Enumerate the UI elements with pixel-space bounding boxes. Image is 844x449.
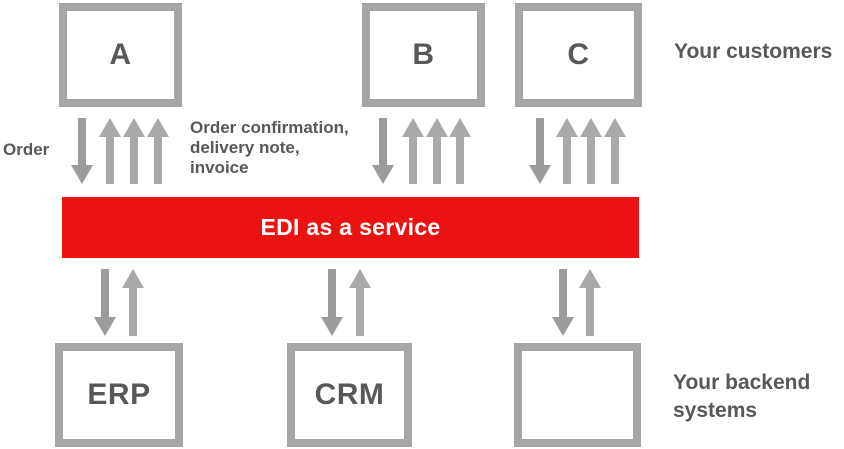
backend-box-other: [514, 343, 641, 447]
arrow-down-icon: [372, 118, 394, 184]
response-flow-label-line3: invoice: [190, 158, 249, 177]
response-flow-label-line1: Order confirmation,: [190, 118, 349, 137]
response-flow-label-line2: delivery note,: [190, 138, 300, 157]
backend-box-crm-label: CRM: [314, 378, 385, 411]
backend-group-label: Your backend systems: [673, 369, 810, 425]
arrow-down-icon: [94, 269, 116, 336]
response-flow-label: Order confirmation, delivery note, invoi…: [190, 118, 349, 178]
arrow-up-icon: [580, 118, 602, 184]
backend-box-erp: ERP: [55, 343, 183, 447]
customer-box-a: A: [59, 3, 182, 107]
arrow-up-icon: [604, 118, 626, 184]
order-flow-label: Order: [3, 140, 50, 159]
arrow-up-icon: [349, 269, 371, 336]
arrow-down-icon: [552, 269, 574, 336]
customers-group-label: Your customers: [674, 40, 833, 63]
arrow-up-icon: [556, 118, 578, 184]
edi-service-banner-label: EDI as a service: [260, 214, 441, 240]
arrow-up-icon: [147, 118, 169, 184]
arrow-up-icon: [122, 269, 144, 336]
arrow-down-icon: [529, 118, 551, 184]
backend-box-erp-label: ERP: [87, 378, 151, 411]
customer-box-b-label: B: [412, 38, 435, 71]
backend-box-crm: CRM: [287, 343, 412, 447]
arrow-up-icon: [426, 118, 448, 184]
arrow-down-icon: [71, 118, 93, 184]
backend-group-label-line2: systems: [673, 399, 758, 422]
arrow-up-icon: [123, 118, 145, 184]
arrow-up-icon: [449, 118, 471, 184]
customer-box-b: B: [362, 3, 485, 107]
backend-group-label-line1: Your backend: [673, 371, 811, 394]
customer-box-c-label: C: [567, 38, 590, 71]
arrow-up-icon: [579, 269, 601, 336]
arrow-down-icon: [321, 269, 343, 336]
edi-service-banner: EDI as a service: [62, 197, 639, 258]
arrow-up-icon: [402, 118, 424, 184]
arrow-up-icon: [99, 118, 121, 184]
customer-box-a-label: A: [109, 38, 132, 71]
customer-box-c: C: [515, 3, 642, 107]
